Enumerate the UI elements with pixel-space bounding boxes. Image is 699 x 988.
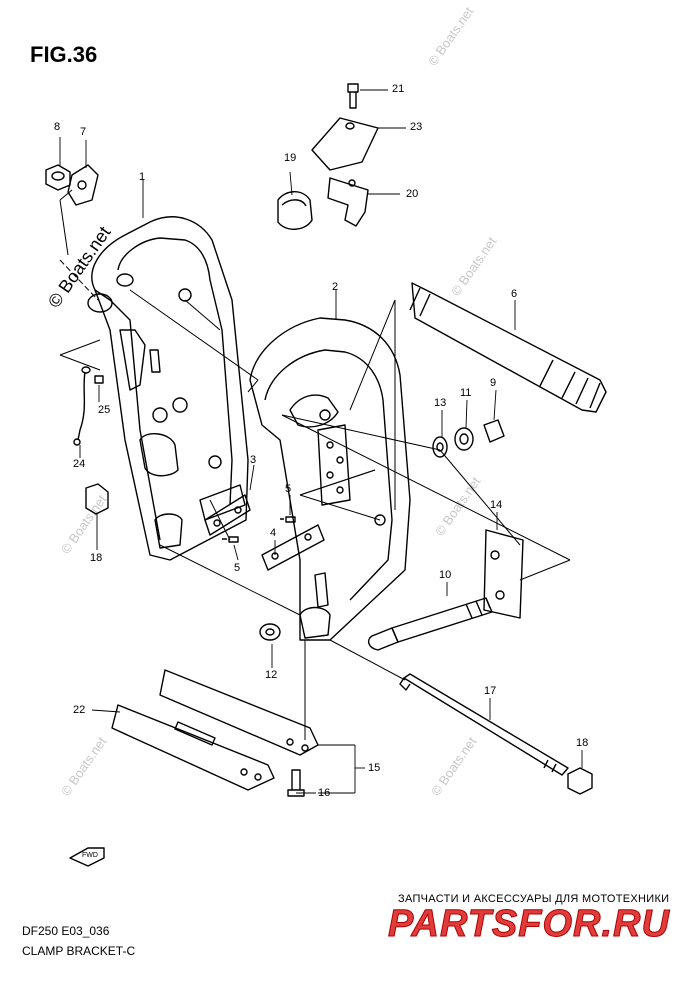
clamp-bracket-right [249, 317, 411, 641]
clamp-bracket-left [87, 216, 249, 561]
cover-23 [311, 117, 379, 171]
tilt-tube [409, 282, 607, 413]
callout-22: 22 [73, 704, 86, 716]
model-code: DF250 E03_036 [22, 924, 110, 938]
callout-15: 15 [368, 762, 381, 774]
screw-5a [280, 516, 296, 523]
plate-14 [483, 529, 524, 619]
callout-9: 9 [490, 377, 497, 389]
callout-18a: 18 [90, 552, 103, 564]
callout-17: 17 [484, 685, 497, 697]
callout-4: 4 [270, 527, 277, 539]
callout-20: 20 [406, 188, 419, 200]
callout-16: 16 [318, 787, 331, 799]
fwd-arrow [69, 847, 105, 867]
callout-10: 10 [439, 569, 452, 581]
clamp-19 [277, 191, 313, 230]
figure-title: FIG.36 [30, 42, 98, 67]
dealer-logo[interactable]: PARTSFOR.RU [388, 903, 670, 946]
dealer-tagline: ЗАПЧАСТИ И АКСЕССУАРЫ ДЛЯ МОТОТЕХНИКИ [398, 893, 670, 905]
screw-5b [222, 536, 239, 543]
shaft-17 [399, 673, 569, 776]
callout-5b: 5 [234, 562, 241, 574]
bracket-20 [327, 177, 369, 227]
washer-12 [259, 623, 281, 641]
callout-25: 25 [98, 404, 111, 416]
bolt-16 [287, 769, 305, 797]
nut-11 [454, 427, 474, 451]
callout-7: 7 [80, 126, 87, 138]
callout-18b: 18 [576, 737, 589, 749]
callout-1: 1 [139, 171, 146, 183]
clamp-bar-22 [111, 704, 275, 791]
collar-9 [483, 419, 505, 443]
screw-25 [94, 375, 104, 384]
nut-8 [45, 164, 71, 191]
callout-23: 23 [410, 121, 423, 133]
callout-3: 3 [250, 454, 257, 466]
callout-8: 8 [54, 121, 61, 133]
wire-24 [77, 371, 86, 441]
callout-21: 21 [392, 83, 405, 95]
bolt-10 [367, 597, 493, 651]
callout-19: 19 [284, 152, 297, 164]
section-name: CLAMP BRACKET-C [22, 944, 136, 958]
callout-6: 6 [511, 288, 518, 300]
washer-13 [432, 436, 448, 458]
clamp-bar-upper [159, 669, 319, 756]
plate-3 [204, 494, 251, 536]
callout-2: 2 [332, 281, 339, 293]
fwd-label: FWD [82, 852, 98, 859]
callout-5a: 5 [285, 483, 292, 495]
callout-12: 12 [265, 669, 278, 681]
callout-11: 11 [460, 387, 472, 399]
nut-18a [85, 483, 109, 515]
callout-13: 13 [434, 397, 447, 409]
nut-18b [567, 767, 593, 795]
callout-14: 14 [490, 499, 503, 511]
plate-7 [67, 164, 99, 206]
plate-4 [261, 524, 325, 571]
callout-24: 24 [73, 458, 86, 470]
bolt-21 [347, 83, 359, 109]
